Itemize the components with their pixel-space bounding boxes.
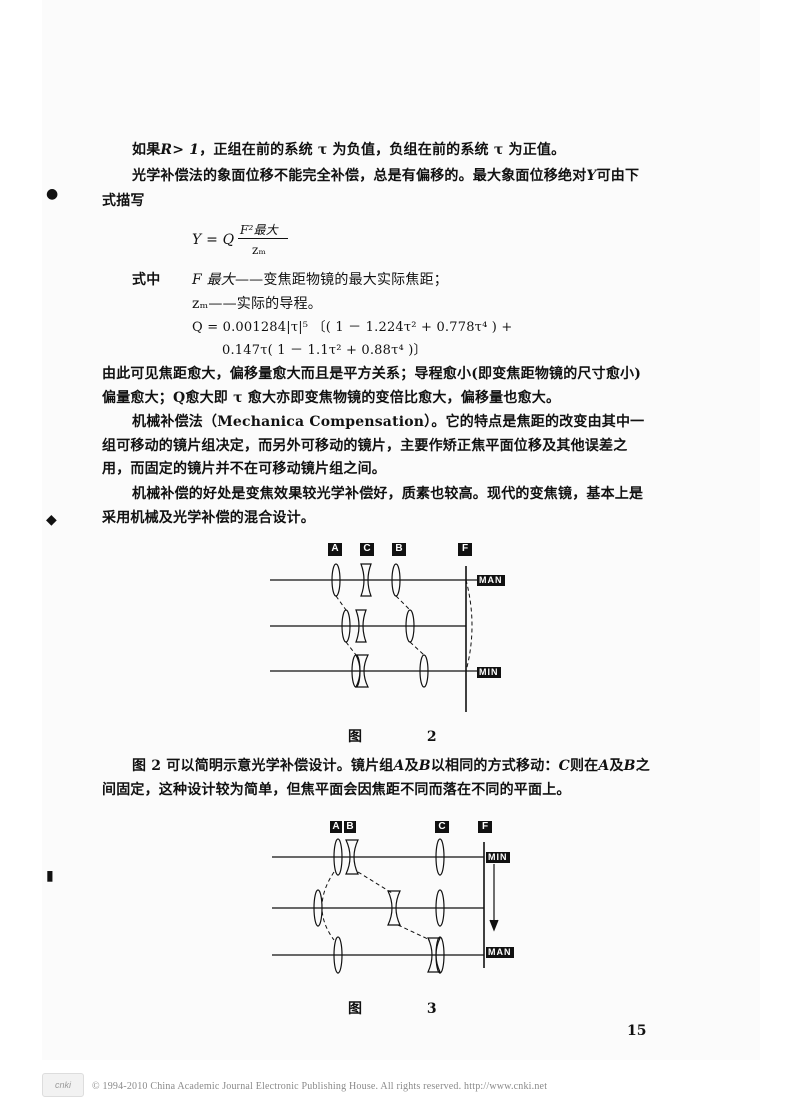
fraction-bar: [238, 238, 288, 239]
fig2-label-c: C: [360, 543, 374, 556]
fig3-label-b: B: [344, 821, 356, 833]
paragraph-3-line-2: 偏量愈大；Q愈大即 τ 愈大亦即变焦物镜的变倍比愈大，偏移量也愈大。: [102, 390, 561, 406]
fig3-label-f: F: [478, 821, 492, 833]
paragraph-3-line-1: 由此可见焦距愈大，偏移量愈大而且是平方关系；导程愈小(即变焦距物镜的尺寸愈小): [102, 366, 642, 382]
paragraph-5-line-1: 机械补偿的好处是变焦效果较光学补偿好，质素也较高。现代的变焦镜，基本上是: [132, 486, 644, 502]
fig3-tag-man: MAN: [486, 947, 514, 958]
fig3-label-c: C: [435, 821, 449, 833]
fig2-tag-min: MIN: [477, 667, 501, 678]
where-item-2: zₘ——实际的导程。: [192, 296, 322, 312]
paragraph-6-line-1: 图 2 可以简明示意光学补偿设计。镜片组A及B以相同的方式移动：C则在A及B之: [132, 758, 650, 774]
where-item-1: F 最大——变焦距物镜的最大实际焦距；: [192, 272, 448, 288]
document-page: [42, 0, 760, 1060]
footer-bar: [0, 1068, 808, 1115]
fig3-label-a: A: [330, 821, 342, 833]
where-label: 式中: [132, 272, 161, 288]
paragraph-2-line-1: 光学补偿法的象面位移不能完全补偿，总是有偏移的。最大象面位移绝对Y可由下: [132, 168, 640, 184]
fig2-caption: 图 2: [348, 729, 467, 745]
margin-mark: ●: [46, 186, 59, 202]
paragraph-5-line-2: 采用机械及光学补偿的混合设计。: [102, 510, 315, 526]
page-number: 15: [627, 1023, 647, 1039]
paragraph-1: 如果R> 1，正组在前的系统 τ 为负值，负组在前的系统 τ 为正值。: [132, 142, 566, 158]
formula-lhs: Y = Q: [192, 232, 235, 248]
fig2-label-a: A: [328, 543, 342, 556]
fig3-tag-min: MIN: [486, 852, 510, 863]
q-formula-line-1: Q = 0.001284|τ|⁵ 〔( 1 － 1.224τ² + 0.778τ…: [192, 320, 513, 335]
fig3-caption: 图 3: [348, 1001, 467, 1017]
fig2-tag-man: MAN: [477, 575, 505, 586]
formula-denominator: zₘ: [252, 243, 267, 257]
fig2-label-f: F: [458, 543, 472, 556]
cnki-logo: cnki: [42, 1073, 84, 1097]
margin-mark: ◆: [46, 512, 57, 528]
paragraph-2-line-2: 式描写: [102, 193, 145, 209]
paragraph-4-line-3: 用，而固定的镜片并不在可移动镜片组之间。: [102, 461, 386, 477]
formula-numerator: F²最大: [240, 223, 278, 237]
fig2-label-b: B: [392, 543, 406, 556]
copyright-footer: © 1994-2010 China Academic Journal Elect…: [92, 1081, 548, 1092]
margin-mark: ▮: [46, 868, 54, 884]
paragraph-6-line-2: 间固定，这种设计较为简单，但焦平面会因焦距不同而落在不同的平面上。: [102, 782, 571, 798]
q-formula-line-2: 0.147τ( 1 － 1.1τ² + 0.88τ⁴ )〕: [222, 343, 427, 358]
paragraph-4-line-1: 机械补偿法（Mechanica Compensation）。它的特点是焦距的改变…: [132, 414, 645, 430]
paragraph-4-line-2: 组可移动的镜片组决定，而另外可移动的镜片，主要作矫正焦平面位移及其他误差之: [102, 438, 628, 454]
